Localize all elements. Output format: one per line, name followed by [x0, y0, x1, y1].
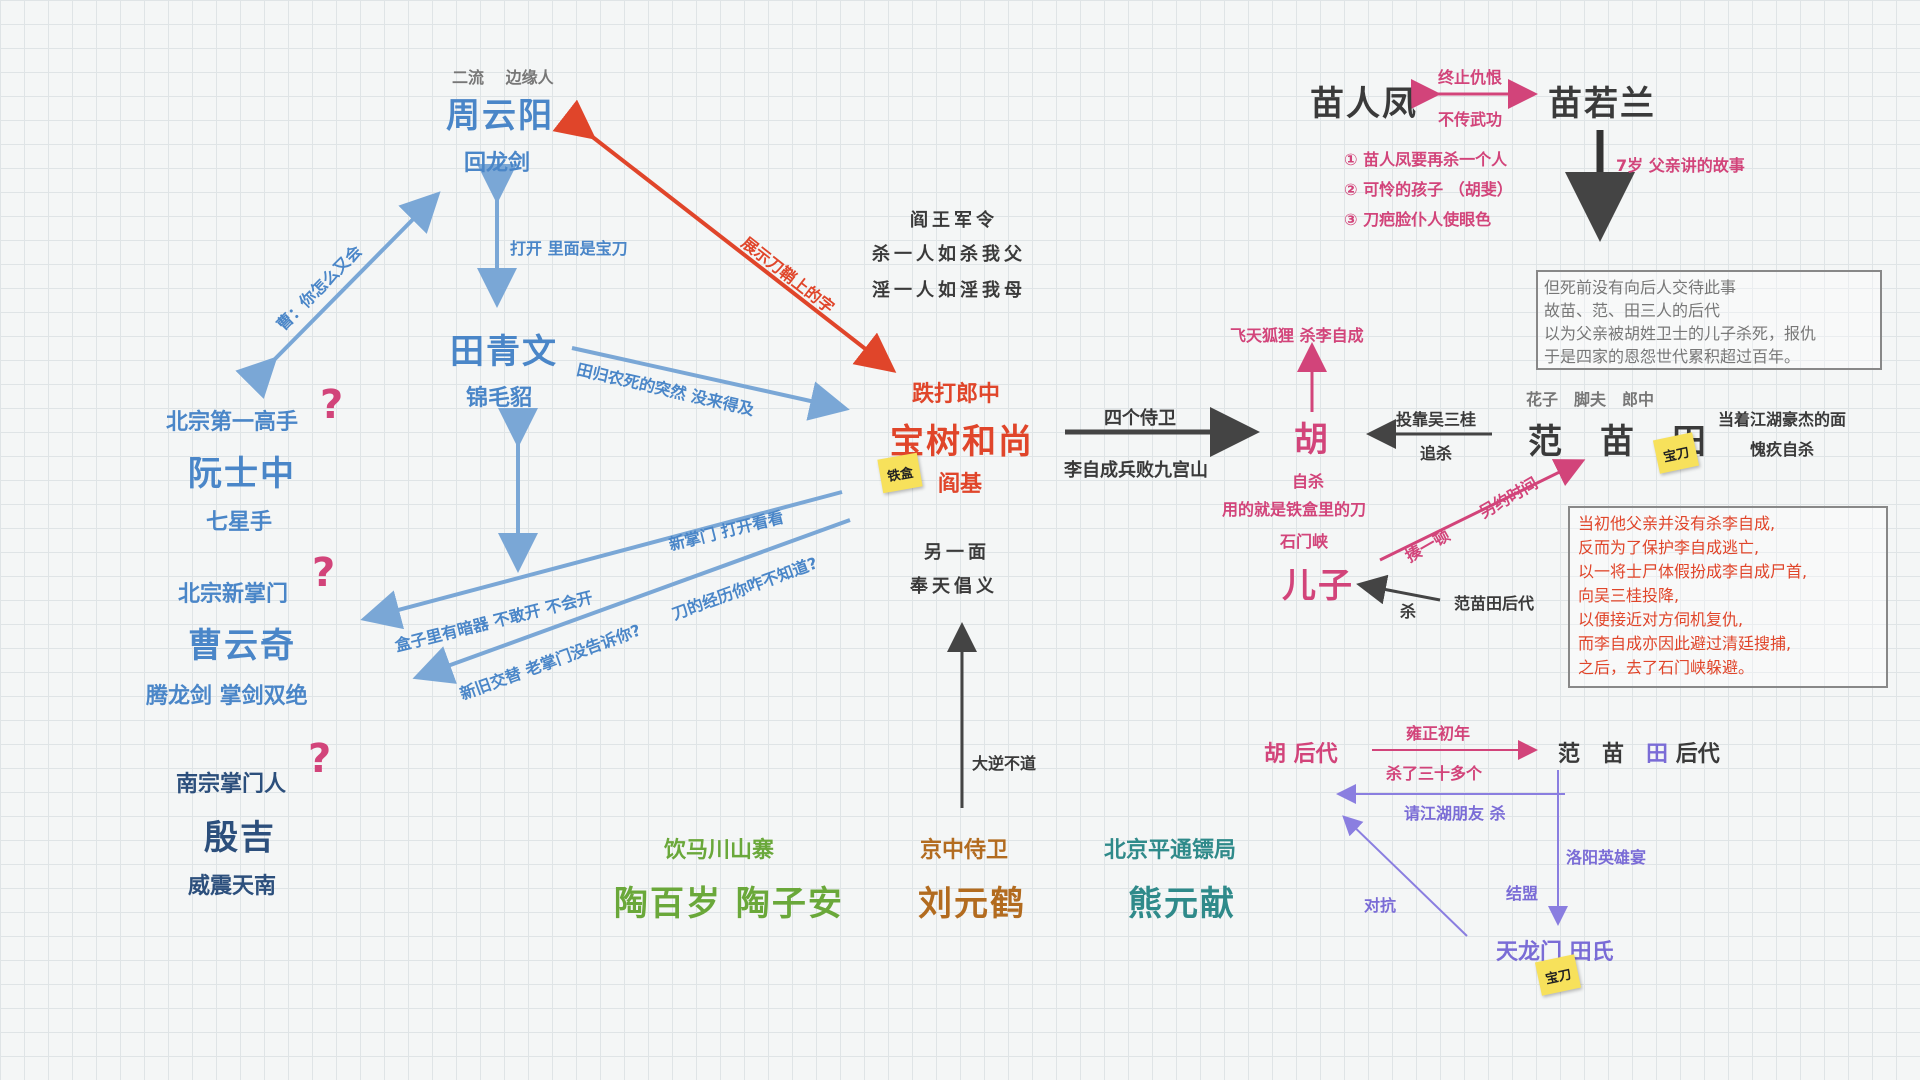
- faction-2-names: 刘元鹤: [918, 884, 1026, 924]
- miao-story-label: 7岁 父亲讲的故事: [1616, 156, 1745, 175]
- zhou-tags: 二流 边缘人: [452, 68, 554, 87]
- label-rebellion: 大逆不道: [972, 754, 1037, 773]
- bottom-oppose: 对抗: [1364, 896, 1397, 915]
- sticky-iron-box: 铁盒: [877, 452, 923, 494]
- faction-3-place: 北京平通镖局: [1104, 838, 1237, 863]
- yin-question-mark: ?: [308, 736, 332, 782]
- cao-name: 曹云奇: [188, 626, 296, 666]
- bottom-ally: 结盟: [1506, 884, 1539, 903]
- fmt-surrender: 投靠吴三桂: [1396, 410, 1477, 429]
- hu-suicide: 自杀: [1292, 472, 1325, 491]
- note2-line-7: 之后，去了石门峡躲避。: [1578, 658, 1755, 677]
- cao-question-mark: ?: [312, 550, 336, 596]
- arrow-cao-zhou: [235, 191, 441, 399]
- zhou-weapon: 回龙剑: [464, 151, 531, 176]
- yin-name: 殷吉: [204, 818, 276, 858]
- note1-line-3: 以为父亲被胡姓卫士的儿子杀死，报仇: [1544, 324, 1817, 343]
- ruan-question-mark: ?: [320, 382, 344, 428]
- note1-line-4: 于是四家的恩怨世代累积超过百年。: [1544, 347, 1801, 366]
- tian-name: 田青文: [450, 332, 558, 372]
- note2-line-4: 向吴三桂投降,: [1578, 586, 1680, 605]
- bottom-fmt-suffix: 后代: [1668, 742, 1720, 767]
- note2-line-2: 反而为了保护李自成逃亡,: [1578, 538, 1760, 557]
- zhou-name: 周云阳: [446, 96, 554, 136]
- label-li-defeat: 李自成兵败九宫山: [1064, 460, 1208, 481]
- arrow-oppose: [1342, 815, 1468, 937]
- note-box-history: 当初他父亲并没有杀李自成, 反而为了保护李自成逃亡, 以一将士尸体假扮成李自成尸…: [1568, 506, 1888, 688]
- monk-other-side-2: 奉天倡义: [910, 576, 998, 597]
- monk-alias: 阎基: [938, 472, 983, 497]
- hu-place: 石门峡: [1280, 532, 1329, 551]
- yin-title: 南宗掌门人: [176, 772, 287, 797]
- label-four-guards: 四个侍卫: [1104, 408, 1176, 429]
- hu-suicide-weapon: 用的就是铁盒里的刀: [1222, 500, 1367, 519]
- bottom-era: 雍正初年: [1406, 724, 1471, 743]
- label-open-blade: 打开 里面是宝刀: [510, 239, 628, 258]
- tian-weapon: 锦毛貂: [466, 386, 533, 411]
- ruan-skill: 七星手: [206, 510, 273, 535]
- fmt-roles: 花子 脚夫 郎中: [1526, 390, 1655, 409]
- arrow-son-fmt: [1379, 459, 1586, 562]
- miao-list-3: ③ 刀疤脸仆人使眼色: [1344, 210, 1492, 229]
- note1-line-1: 但死前没有向后人交待此事: [1544, 278, 1737, 297]
- bottom-fmt-tian: 田: [1646, 742, 1669, 767]
- miao-renfeng: 苗人凤: [1310, 84, 1418, 124]
- miao-ruolan: 苗若兰: [1548, 84, 1656, 124]
- note2-line-3: 以一将士尸体假扮成李自成尸首,: [1578, 562, 1808, 581]
- arrow-monk-cao: [360, 490, 843, 630]
- cao-title: 北宗新掌门: [178, 582, 289, 607]
- note2-line-1: 当初他父亲并没有杀李自成,: [1578, 514, 1776, 533]
- bottom-fmt-prefix: 范 苗: [1558, 742, 1647, 767]
- miao-edge-bottom: 不传武功: [1438, 110, 1503, 129]
- note1-line-2: 故苗、范、田三人的后代: [1544, 301, 1721, 320]
- fmt-kill: 杀: [1400, 602, 1417, 621]
- hu-fox: 飞天狐狸 杀李自成: [1230, 326, 1364, 345]
- arrow-monk-cao-2: [412, 518, 851, 684]
- fmt-descendants: 范苗田后代: [1454, 594, 1535, 613]
- fmt-chase: 追杀: [1420, 444, 1453, 463]
- bottom-fmt-desc: 范 苗 田 后代: [1558, 736, 1720, 768]
- arrow-desc-son: [1356, 574, 1441, 605]
- monk-title: 跌打郎中: [912, 382, 1001, 407]
- note2-line-6: 而李自成亦因此避过清廷搜捕,: [1578, 634, 1792, 653]
- cao-skill: 腾龙剑 掌剑双绝: [146, 684, 308, 709]
- bottom-hu-desc: 胡 后代: [1264, 742, 1338, 767]
- hu-name: 胡: [1294, 420, 1330, 460]
- faction-1-names: 陶百岁 陶子安: [614, 884, 844, 924]
- fmt-right-bottom: 愧疚自杀: [1750, 440, 1815, 459]
- yin-skill: 威震天南: [188, 874, 277, 899]
- miao-list-1: ① 苗人凤要再杀一个人: [1344, 150, 1508, 169]
- fmt-right-top: 当着江湖豪杰的面: [1718, 410, 1847, 429]
- monk-motto-1: 阎王军令: [910, 210, 998, 231]
- miao-edge-top: 终止仇恨: [1438, 68, 1503, 87]
- ruan-title: 北宗第一高手: [166, 410, 299, 435]
- monk-motto-3: 淫一人如淫我母: [872, 280, 1026, 301]
- bottom-invite: 请江湖朋友 杀: [1404, 804, 1506, 823]
- faction-3-names: 熊元献: [1128, 884, 1236, 924]
- bottom-killed: 杀了三十多个: [1386, 764, 1483, 783]
- note2-line-5: 以便接近对方伺机复仇,: [1578, 610, 1744, 629]
- note-box-generations: 但死前没有向后人交待此事 故苗、范、田三人的后代 以为父亲被胡姓卫士的儿子杀死，…: [1536, 270, 1882, 370]
- faction-1-place: 饮马川山寨: [664, 838, 775, 863]
- bottom-luoyang: 洛阳英雄宴: [1566, 848, 1647, 867]
- monk-other-side: 另一面: [924, 542, 990, 563]
- arrow-monk-zhou: [552, 99, 897, 373]
- miao-list-2: ② 可怜的孩子 （胡斐）: [1344, 180, 1513, 199]
- ruan-name: 阮士中: [188, 454, 296, 494]
- hu-son: 儿子: [1282, 566, 1354, 606]
- monk-motto-2: 杀一人如杀我父: [872, 244, 1026, 265]
- faction-2-place: 京中侍卫: [920, 838, 1009, 863]
